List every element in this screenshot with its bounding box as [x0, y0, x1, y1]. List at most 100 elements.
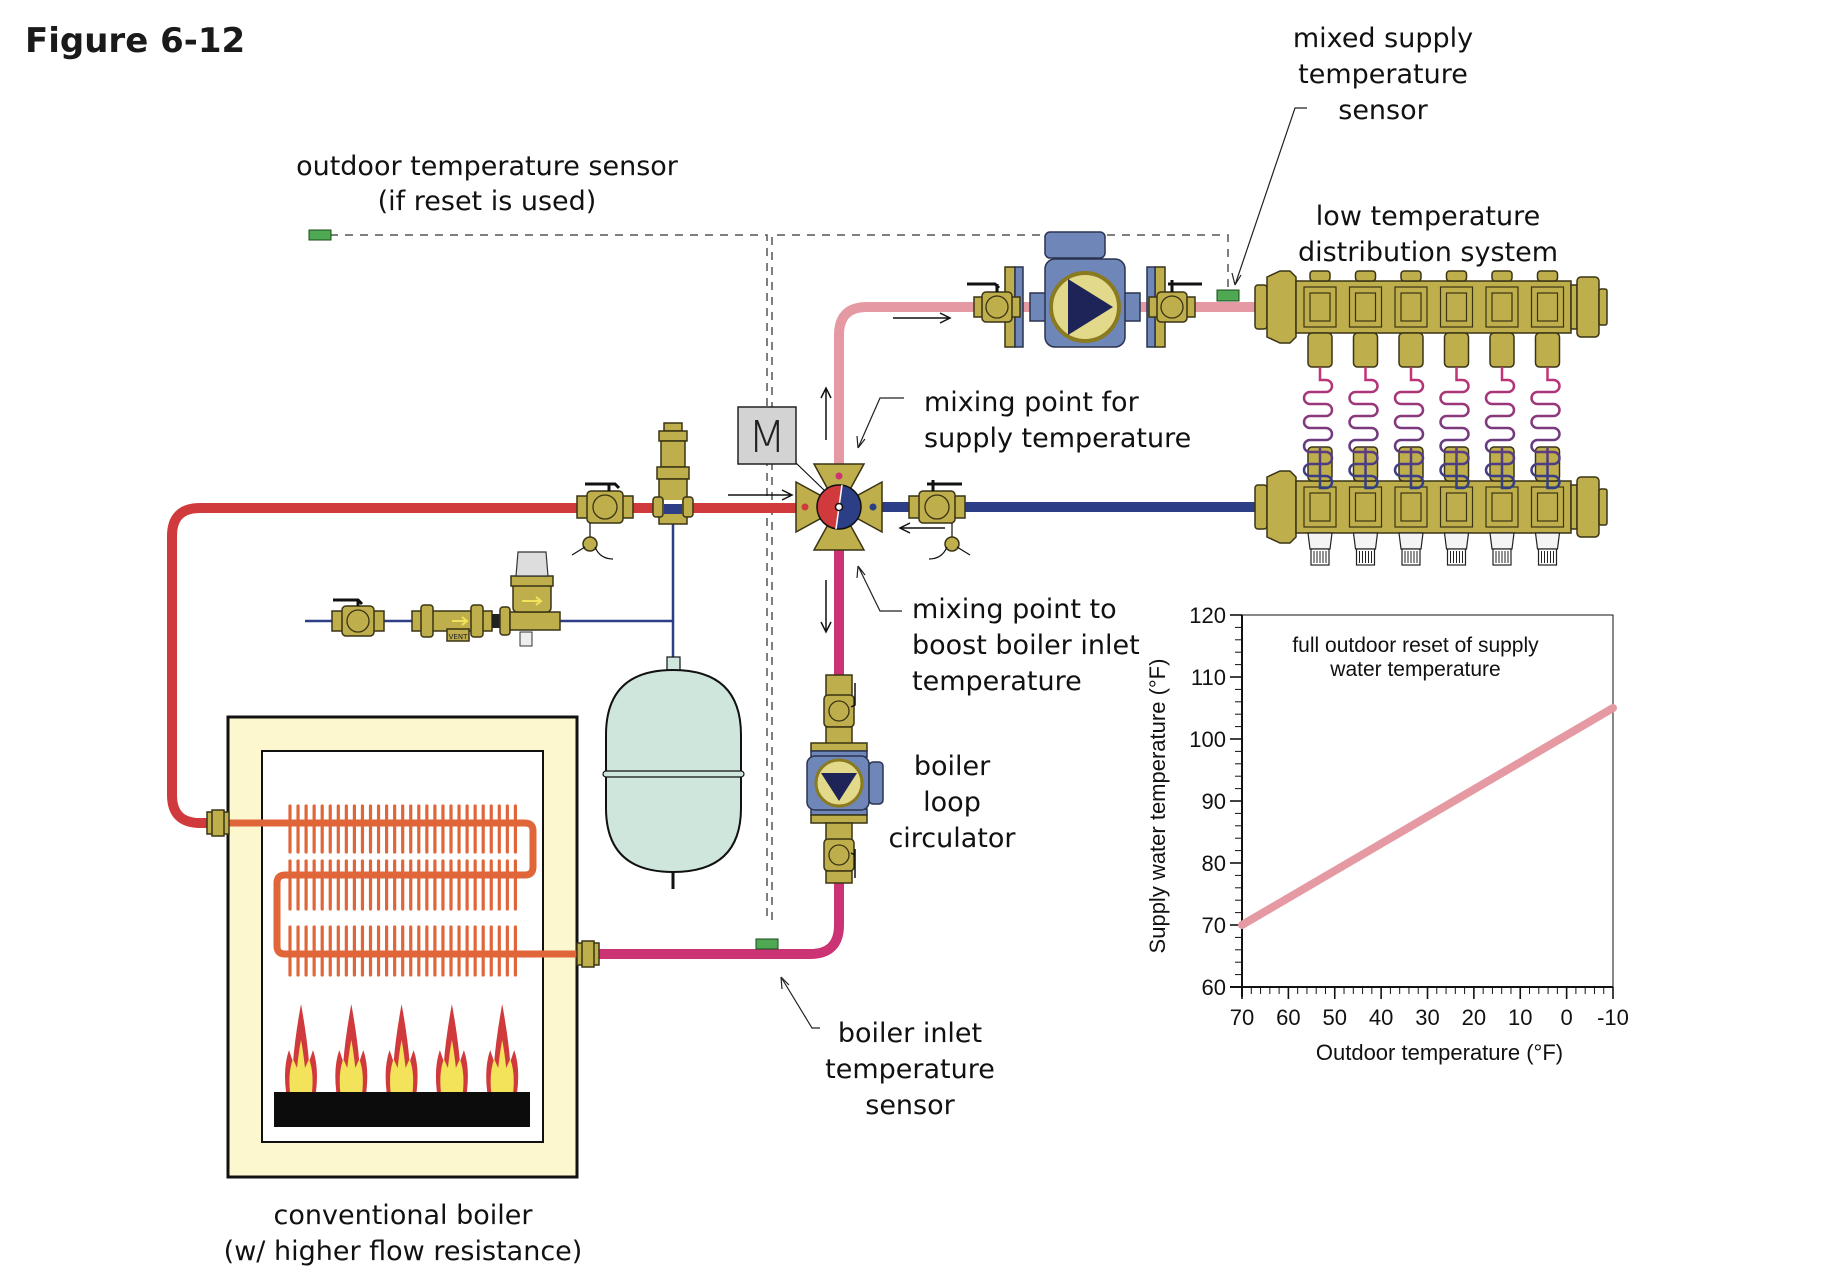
loop-connector: [1443, 332, 1470, 368]
mixed-supply-sensor-label-2: temperature: [1298, 59, 1468, 90]
mixed-supply-sensor-label-1: mixed supply: [1293, 23, 1473, 54]
annotations: outdoor temperature sensor (if reset is …: [224, 23, 1558, 1267]
boiler: [206, 715, 600, 1179]
leader-mixed-supply-sensor: [1231, 107, 1307, 286]
y-tick-label: 120: [1189, 603, 1226, 628]
mixed-supply-temperature-sensor[interactable]: [1216, 289, 1240, 302]
vent-label: VENT: [449, 633, 468, 641]
y-tick-label: 110: [1191, 665, 1226, 690]
leader-mixing-supply: [856, 397, 904, 449]
flame-icon: [486, 1004, 519, 1092]
supply-manifold: [1254, 270, 1608, 368]
outdoor-temperature-sensor[interactable]: [308, 229, 332, 241]
boiler-inlet-pipe: [598, 535, 844, 959]
loop-connector: [1398, 332, 1424, 368]
x-tick-label: 10: [1508, 1005, 1532, 1030]
hot-supply-pipe: [167, 503, 810, 828]
outdoor-sensor-label-1: outdoor temperature sensor: [296, 151, 679, 182]
pump-isolation-valve-left[interactable]: [967, 282, 1021, 323]
balancing-valve-cap[interactable]: [1352, 532, 1379, 566]
mixing-boost-label-3: temperature: [912, 666, 1082, 697]
pressure-reducing-valve: [492, 551, 561, 647]
y-tick-label: 60: [1202, 975, 1226, 1000]
system-circulator[interactable]: [1004, 231, 1166, 348]
mixed-supply-pipe: [834, 302, 1255, 480]
isolation-valve-return[interactable]: [908, 480, 971, 560]
x-axis-label: Outdoor temperature (°F): [1316, 1040, 1563, 1065]
x-tick-label: 40: [1369, 1005, 1393, 1030]
circulator-label-3: circulator: [888, 823, 1016, 854]
tubing-loop: [1530, 367, 1561, 490]
balancing-valve-cap[interactable]: [1534, 532, 1561, 566]
tubing-loop: [1439, 367, 1470, 490]
flow-arrow-up: [820, 386, 832, 440]
boiler-inlet-fitting: [576, 940, 600, 968]
circulator-label-1: boiler: [914, 751, 991, 782]
flow-arrow-hot: [728, 489, 794, 501]
low-temp-system-label-2: distribution system: [1298, 237, 1558, 268]
flame-icon: [285, 1004, 317, 1092]
chart-title-line-1: full outdoor reset of supply: [1292, 634, 1539, 657]
y-axis-label: Supply water temperature (°F): [1145, 659, 1170, 954]
x-tick-label: 0: [1561, 1005, 1573, 1030]
mixed-supply-sensor-label-3: sensor: [1338, 95, 1428, 126]
distribution-loops: [1302, 367, 1561, 490]
tubing-loop: [1393, 367, 1425, 490]
low-temp-system-label-1: low temperature: [1316, 201, 1540, 232]
motor-label: M: [748, 412, 786, 463]
chart-series: [1238, 704, 1617, 929]
mixing-supply-label-2: supply temperature: [924, 423, 1191, 454]
flame-icon: [335, 1004, 368, 1092]
mixing-boost-label-1: mixing point to: [912, 594, 1117, 625]
y-tick-label: 70: [1202, 913, 1226, 938]
boiler-label-2: (w/ higher flow resistance): [224, 1236, 583, 1267]
boiler-inlet-temperature-sensor[interactable]: [755, 938, 779, 950]
heat-exchanger-tube: [222, 819, 590, 958]
loop-connector: [1534, 332, 1561, 368]
chart-title-line-2: water temperature: [1329, 658, 1500, 681]
feed-shutoff-valve[interactable]: [331, 598, 385, 637]
burner-flames: [285, 1004, 519, 1092]
air-separator: [652, 422, 694, 525]
balancing-valve-cap[interactable]: [1489, 532, 1515, 566]
loop-connector: [1307, 332, 1333, 368]
x-tick-label: 50: [1323, 1005, 1347, 1030]
flow-arrow-down: [820, 580, 832, 634]
y-tick-label: 90: [1202, 789, 1226, 814]
leader-mixing-boost: [856, 565, 902, 612]
boiler-inlet-sensor-label-1: boiler inlet: [838, 1018, 982, 1049]
figure-title: Figure 6-12: [25, 21, 245, 61]
flow-arrow-supply: [893, 312, 952, 324]
valve-actuator[interactable]: M: [737, 406, 825, 491]
boiler-label-1: conventional boiler: [274, 1200, 534, 1231]
outdoor-sensor-wire: [330, 234, 768, 920]
tubing-loop: [1302, 367, 1334, 490]
mixing-supply-label-1: mixing point for: [924, 387, 1140, 418]
y-tick-label: 80: [1202, 851, 1226, 876]
mixing-boost-label-2: boost boiler inlet: [912, 630, 1140, 661]
pump-isolation-valve-right[interactable]: [1148, 280, 1202, 323]
balancing-valve-cap[interactable]: [1398, 532, 1424, 566]
control-wiring: [330, 234, 1229, 920]
leader-boiler-inlet-sensor: [780, 976, 820, 1029]
reset-curve-line: [1238, 704, 1617, 929]
flow-arrow-return: [898, 522, 945, 534]
balancing-valve-cap[interactable]: [1307, 532, 1333, 566]
tubing-loop: [1348, 367, 1379, 490]
boiler-inlet-sensor-label-3: sensor: [865, 1090, 955, 1121]
circulator-label-2: loop: [923, 787, 981, 818]
x-tick-label: 30: [1415, 1005, 1439, 1030]
backflow-preventer: VENT: [411, 604, 493, 642]
four-way-mixing-valve[interactable]: [795, 463, 883, 551]
isolation-valve-hot[interactable]: [571, 482, 634, 560]
flame-icon: [435, 1004, 468, 1092]
boiler-inlet-sensor-label-2: temperature: [825, 1054, 995, 1085]
loop-connector: [1352, 332, 1379, 368]
boiler-loop-circulator[interactable]: [806, 674, 884, 884]
flame-icon: [385, 1004, 418, 1092]
leader-lines: [780, 107, 1307, 1029]
balancing-valve-cap[interactable]: [1443, 532, 1470, 566]
